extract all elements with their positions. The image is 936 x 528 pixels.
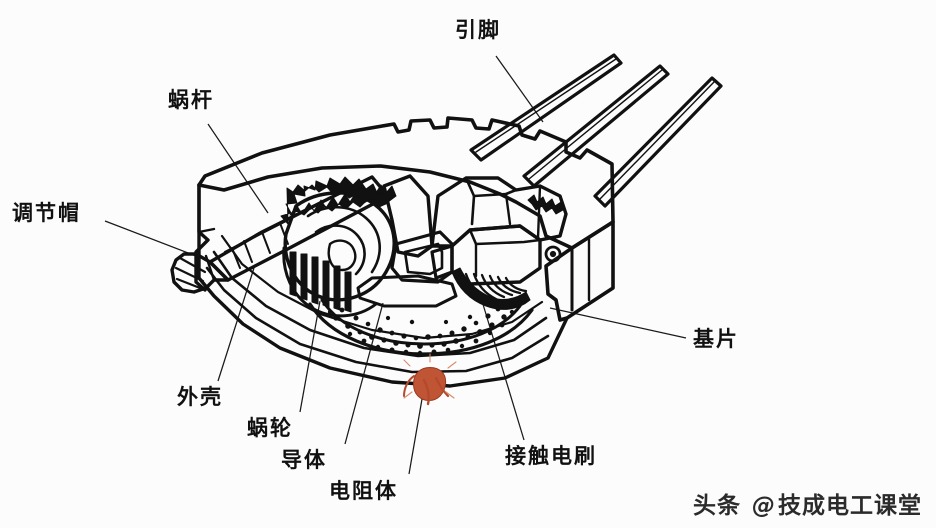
terminal-plate-fold-2 xyxy=(470,194,476,226)
contact-brush-arm xyxy=(430,244,454,280)
contact-brush-group xyxy=(430,224,562,310)
leader-contact-brush xyxy=(481,300,525,441)
adjustment-cap-rim xyxy=(204,254,216,282)
terminal-plate-group xyxy=(430,176,568,248)
rotor-base-plate xyxy=(356,274,458,308)
contact-brush-bristle-strokes xyxy=(456,272,528,304)
leader-adjust-cap xyxy=(104,220,197,257)
worm-gear-inner-ring-1 xyxy=(306,205,382,274)
lead-pins-group xyxy=(469,53,723,208)
terminal-plate-outline xyxy=(430,176,568,248)
rotor-collar xyxy=(390,230,454,284)
label-substrate: 基片 xyxy=(693,327,739,351)
worm-gear-teeth-upper xyxy=(280,176,389,225)
rust-accent-group xyxy=(403,353,457,406)
watermark-account: 技成电工课堂 xyxy=(778,493,922,519)
watermark-at-sign: @ xyxy=(752,493,776,519)
contact-brush-pivot xyxy=(544,245,562,263)
label-conductor: 导体 xyxy=(281,448,327,472)
contact-brush-pivot-dot xyxy=(549,250,557,258)
rust-streak-1 xyxy=(422,378,430,406)
pin-3-outline xyxy=(593,76,723,208)
terminal-plate-fold-4 xyxy=(536,184,542,240)
adjustment-cap-body xyxy=(170,252,230,294)
terminal-plate-fold-1 xyxy=(464,176,518,198)
leader-lines xyxy=(104,55,687,475)
adjustment-cap-slot-3 xyxy=(175,277,202,290)
casing-lower-band-inner-1 xyxy=(205,266,550,374)
adjustment-cap-slot-2 xyxy=(174,266,205,283)
pin-1-outline xyxy=(469,53,623,162)
leader-lead-pins xyxy=(495,55,544,123)
substrate-arc-inner xyxy=(320,298,522,346)
worm-gear-hub xyxy=(327,239,357,272)
substrate-arc-outer xyxy=(308,302,534,356)
rust-streak-3 xyxy=(403,375,415,397)
casing-lower-band-inner-2 xyxy=(212,250,548,358)
contact-brush-holder-top xyxy=(468,228,542,246)
worm-screw-thread-2 xyxy=(261,231,271,254)
rotor-collar-inner xyxy=(403,242,444,276)
label-worm-gear: 蜗轮 xyxy=(247,416,293,440)
label-worm-screw: 蜗杆 xyxy=(168,88,214,112)
watermark-platform: 头条 xyxy=(692,493,741,519)
pin-1-highlight xyxy=(475,58,617,153)
leader-worm-gear xyxy=(299,300,321,413)
rust-blob-main xyxy=(413,367,447,401)
rotor-shaft-group xyxy=(356,174,458,308)
casing-lower-band xyxy=(197,183,569,388)
label-contact-brush: 接触电刷 xyxy=(505,444,597,468)
worm-screw-thread-1 xyxy=(243,240,253,263)
worm-gear-group xyxy=(280,176,396,318)
terminal-plate-serration xyxy=(527,194,564,215)
label-casing: 外壳 xyxy=(177,385,223,409)
worm-screw-thread-4 xyxy=(231,247,241,269)
label-resistive-body: 电阻体 xyxy=(329,479,398,503)
pin-2-outline xyxy=(522,64,670,188)
casing-left-notch xyxy=(197,227,216,234)
pin-2-highlight xyxy=(528,69,663,180)
casing-left-shoulder xyxy=(194,183,210,292)
worm-gear-inner-ring-2 xyxy=(314,224,366,276)
leader-worm-screw xyxy=(207,123,269,214)
pin-3-highlight xyxy=(599,81,715,200)
casing-top-face xyxy=(197,116,615,250)
leader-casing xyxy=(217,267,255,382)
label-lead-pins: 引脚 xyxy=(455,18,501,42)
terminal-plate-fold-3 xyxy=(504,192,512,226)
adjustment-cap-slot-1 xyxy=(178,256,207,274)
leader-substrate xyxy=(549,307,687,339)
label-adjust-cap: 调节帽 xyxy=(12,201,81,225)
casing-right-face xyxy=(544,220,615,322)
rotor-shaft-column xyxy=(382,174,434,258)
watermark: 头条 @技成电工课堂 xyxy=(693,486,922,520)
rust-streak-2 xyxy=(434,376,450,398)
rust-sparkle-marks xyxy=(403,353,457,399)
leader-conductor xyxy=(344,302,384,445)
